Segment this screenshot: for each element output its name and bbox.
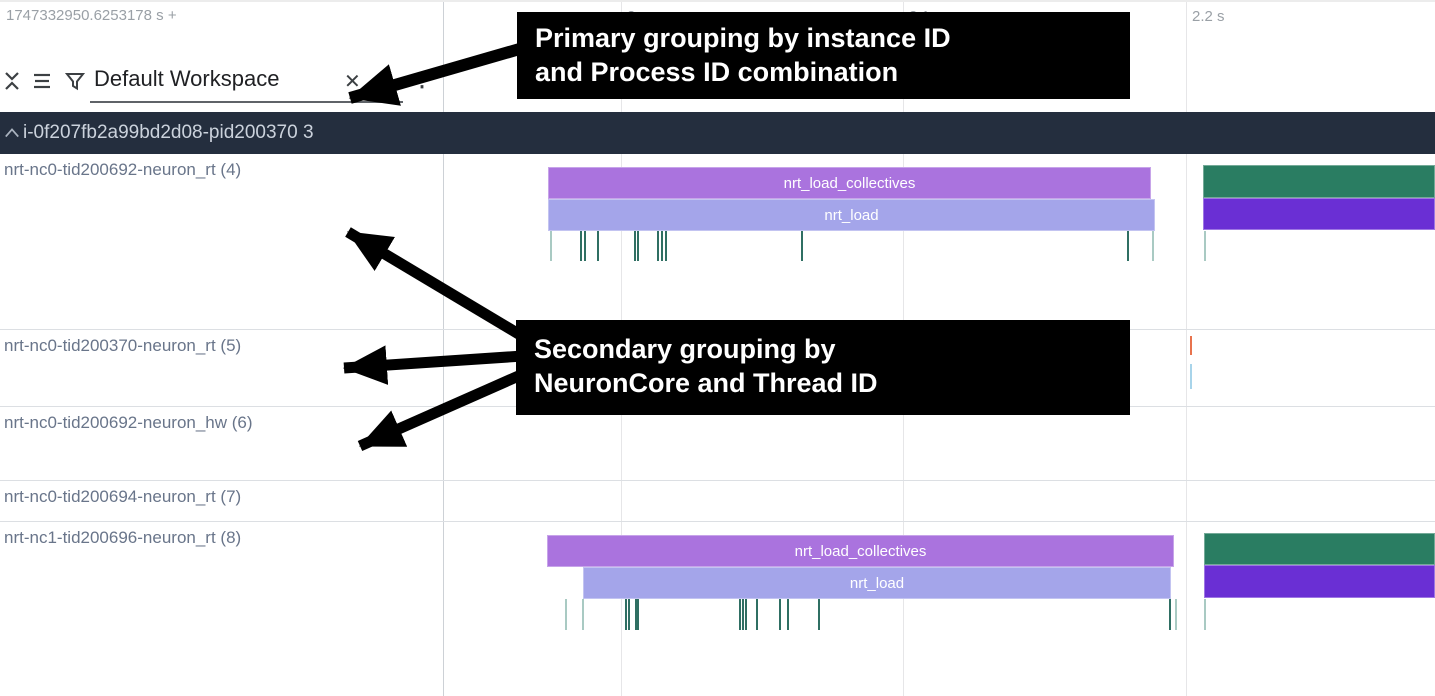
annotation-text: Primary grouping by instance ID [535,23,951,53]
trace-slice-nrt_load_collectives[interactable]: nrt_load_collectives [548,167,1151,199]
slice-tick[interactable] [637,231,639,261]
process-group-label: i-0f207fb2a99bd2d08-pid200370 3 [23,122,314,143]
slice-tick[interactable] [665,231,667,261]
slice-tick[interactable] [661,231,663,261]
collapse-all-icon[interactable] [2,70,22,92]
track-column-divider [443,2,444,696]
track-row[interactable]: nrt-nc1-tid200696-neuron_rt (8) [0,521,1435,696]
track-label: nrt-nc1-tid200696-neuron_rt (8) [4,528,242,547]
slice-tick[interactable] [580,231,582,261]
annotation-text: Secondary grouping by [534,334,836,364]
track-label: nrt-nc0-tid200692-neuron_rt (4) [4,160,242,179]
slice-tick[interactable] [787,599,789,630]
slice-tick[interactable] [1204,599,1206,630]
slice-tick[interactable] [739,599,741,630]
slice-tick[interactable] [756,599,758,630]
slice-tick[interactable] [584,231,586,261]
slice-label: nrt_load_collectives [794,542,927,560]
slice-tick[interactable] [801,231,803,261]
trace-slice-nrt_load_collectives[interactable]: nrt_load_collectives [547,535,1174,567]
slice-tick[interactable] [597,231,599,261]
slice-tick[interactable] [550,231,552,261]
slice-tick[interactable] [1127,231,1129,261]
slice-tick[interactable] [742,599,744,630]
slice-mark[interactable] [1190,336,1192,355]
annotation-text: and Process ID combination [535,57,899,87]
slice-tick[interactable] [1175,599,1177,630]
slice-label: nrt_load [824,206,879,224]
workspace-toolbar: Default Workspace ✕ ⋮ [0,62,443,110]
track-label: nrt-nc0-tid200692-neuron_hw (6) [4,413,253,432]
workspace-name-underline [90,101,403,103]
slice-tick[interactable] [634,231,636,261]
slice-tick[interactable] [637,599,639,630]
workspace-name-field[interactable]: Default Workspace [94,66,280,91]
slice-label: nrt_load_collectives [783,174,916,192]
trace-slice-nrt_load[interactable]: nrt_load [548,199,1155,231]
timeline-origin-timestamp: 1747332950.6253178 s + [6,7,177,24]
slice-mark[interactable] [1190,364,1192,389]
trace-slice-bar[interactable] [1203,165,1435,198]
sort-tracks-icon[interactable] [32,70,52,92]
track-label: nrt-nc0-tid200370-neuron_rt (5) [4,336,242,355]
clear-workspace-icon[interactable]: ✕ [344,71,361,93]
annotation-text: NeuronCore and Thread ID [534,368,878,398]
time-tick-label: 2.2 s [1192,8,1225,25]
chevron-up-icon [5,128,19,138]
slice-tick[interactable] [1204,231,1206,261]
track-label: nrt-nc0-tid200694-neuron_rt (7) [4,487,242,506]
track-row[interactable]: nrt-nc0-tid200694-neuron_rt (7) [0,480,1435,521]
slice-tick[interactable] [1152,231,1154,261]
slice-tick[interactable] [779,599,781,630]
annotation-primary-grouping: Primary grouping by instance ID and Proc… [517,12,1130,99]
slice-tick[interactable] [628,599,630,630]
trace-slice-bar[interactable] [1203,198,1435,230]
slice-tick[interactable] [635,599,637,630]
slice-tick[interactable] [818,599,820,630]
process-group-header[interactable]: i-0f207fb2a99bd2d08-pid200370 3 [0,112,1435,154]
track-row[interactable]: nrt-nc0-tid200692-neuron_rt (4) [0,154,1435,329]
timeline-gridline [1186,2,1187,696]
trace-slice-nrt_load[interactable]: nrt_load [583,567,1171,599]
slice-tick[interactable] [565,599,567,630]
slice-tick[interactable] [1169,599,1171,630]
filter-icon[interactable] [64,70,86,92]
trace-slice-bar[interactable] [1204,533,1435,565]
slice-tick[interactable] [625,599,627,630]
slice-label: nrt_load [849,574,905,592]
slice-tick[interactable] [745,599,747,630]
kebab-menu-icon[interactable]: ⋮ [412,69,432,91]
trace-slice-bar[interactable] [1204,565,1435,598]
annotation-secondary-grouping: Secondary grouping by NeuronCore and Thr… [516,320,1130,415]
slice-tick[interactable] [582,599,584,630]
slice-tick[interactable] [657,231,659,261]
